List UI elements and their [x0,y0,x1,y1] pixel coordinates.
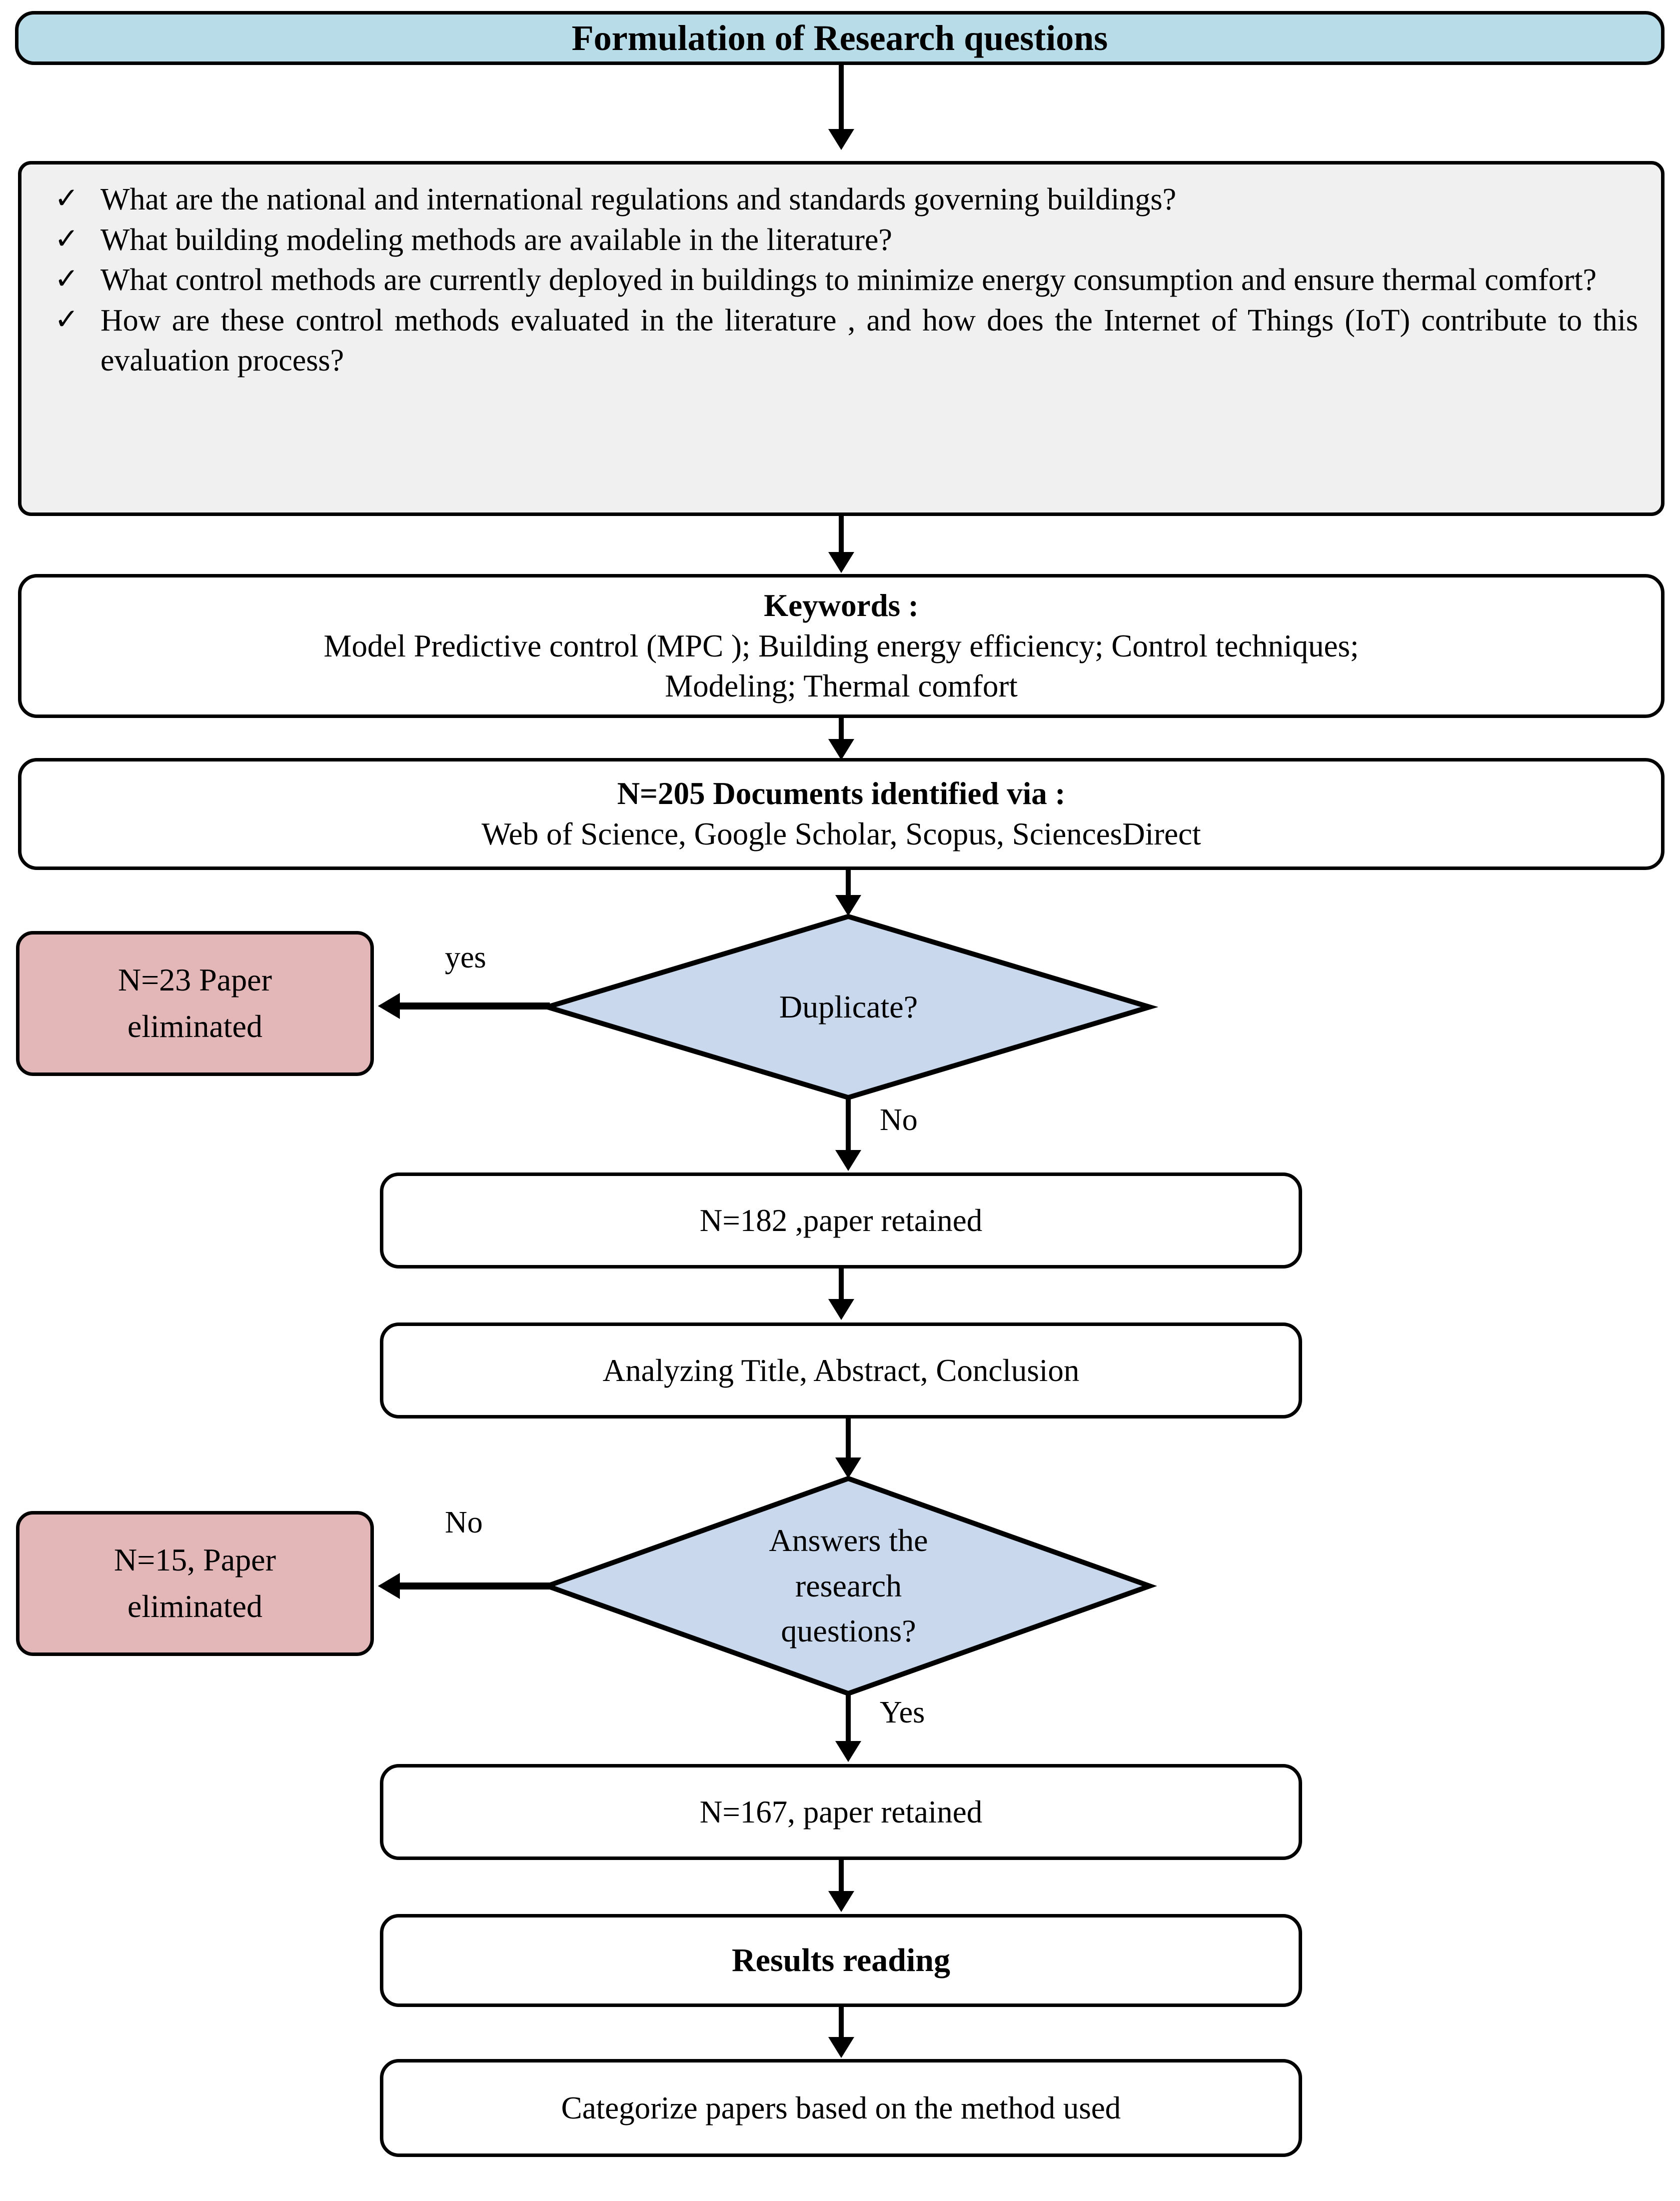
arrow-167-to-results [828,1891,854,1912]
decision-answers-label-wrap: Answers the research questions? [545,1476,1152,1696]
connector-keywords-to-identified [839,718,844,743]
research-question-text: What building modeling methods are avail… [100,222,892,257]
title-box-label: Formulation of Research questions [571,18,1108,58]
research-question-item: ✓ What are the national and internationa… [41,180,1638,220]
edge-label-no-answers: No [445,1506,483,1540]
analyzing-label: Analyzing Title, Abstract, Conclusion [602,1352,1080,1388]
categorize-box: Categorize papers based on the method us… [380,2059,1302,2157]
retained-167-label: N=167, paper retained [699,1794,983,1830]
retained-167-box: N=167, paper retained [380,1764,1302,1860]
keywords-line-2: Modeling; Thermal comfort [665,668,1018,704]
documents-identified-sources: Web of Science, Google Scholar, Scopus, … [481,816,1201,852]
diamond-shape-duplicate [538,914,1159,1100]
connector-answers-yes [846,1694,851,1744]
connector-duplicate-yes [400,1002,550,1010]
connector-identified-to-duplicate [846,870,851,901]
edge-label-yes-duplicate: yes [445,940,486,974]
arrow-title-to-questions [828,129,854,150]
documents-identified-box: N=205 Documents identified via : Web of … [18,758,1665,870]
analyzing-box: Analyzing Title, Abstract, Conclusion [380,1322,1302,1418]
connector-analyzing-to-answers [846,1418,851,1464]
keywords-heading: Keywords : [764,588,919,624]
connector-title-to-questions [839,65,844,132]
connector-duplicate-no [846,1098,851,1153]
connector-results-to-categorize [839,2007,844,2040]
checkmark-icon: ✓ [54,182,79,214]
arrow-answers-no [378,1573,400,1599]
connector-questions-to-keywords [839,516,844,555]
eliminated-23-box: N=23 Paper eliminated [16,931,374,1076]
arrow-182-to-analyzing [828,1299,854,1320]
research-question-item: ✓ What control methods are currently dep… [41,260,1638,300]
decision-answers-research-questions: Answers the research questions? [540,1476,1157,1696]
checkmark-icon: ✓ [54,262,79,296]
research-question-item: ✓ How are these control methods evaluate… [41,300,1638,381]
arrow-answers-yes [835,1741,861,1762]
arrow-analyzing-to-answers [835,1458,861,1478]
decision-answers-line-2: research [795,1568,902,1604]
arrow-duplicate-yes [378,993,400,1019]
arrow-keywords-to-identified [828,739,854,760]
research-questions-box: ✓ What are the national and internationa… [18,161,1665,516]
eliminated-15-line-2: eliminated [127,1588,263,1624]
decision-answers-line-3: questions? [781,1613,916,1649]
decision-answers-line-1: Answers the [769,1522,928,1558]
title-box: Formulation of Research questions [15,11,1665,65]
research-question-text: What control methods are currently deplo… [100,263,1597,298]
decision-duplicate: Duplicate? [538,914,1159,1100]
connector-167-to-results [839,1860,844,1894]
eliminated-23-line-2: eliminated [127,1008,263,1044]
connector-182-to-analyzing [839,1268,844,1302]
edge-label-no-duplicate: No [880,1103,918,1137]
retained-182-label: N=182 ,paper retained [699,1202,983,1238]
decision-duplicate-label-wrap: Duplicate? [545,914,1152,1100]
research-question-text: How are these control methods evaluated … [100,303,1638,378]
diamond-shape-answers [540,1476,1157,1696]
decision-duplicate-label: Duplicate? [779,988,918,1024]
keywords-line-1: Model Predictive control (MPC ); Buildin… [323,628,1359,664]
eliminated-15-box: N=15, Paper eliminated [16,1511,374,1656]
retained-182-box: N=182 ,paper retained [380,1172,1302,1268]
research-question-text: What are the national and international … [100,182,1177,216]
arrow-duplicate-no [835,1150,861,1171]
arrow-questions-to-keywords [828,552,854,573]
eliminated-15-line-1: N=15, Paper [113,1542,276,1578]
keywords-box: Keywords : Model Predictive control (MPC… [18,574,1665,718]
edge-label-yes-answers: Yes [880,1696,925,1730]
connector-answers-no [400,1582,550,1590]
checkmark-icon: ✓ [54,222,79,255]
eliminated-23-line-1: N=23 Paper [117,962,272,998]
research-question-item: ✓ What building modeling methods are ava… [41,220,1638,260]
categorize-label: Categorize papers based on the method us… [561,2090,1121,2126]
checkmark-icon: ✓ [54,302,79,336]
arrow-identified-to-duplicate [835,895,861,916]
documents-identified-heading: N=205 Documents identified via : [617,776,1066,812]
arrow-results-to-categorize [828,2037,854,2058]
results-reading-label: Results reading [732,1942,950,1978]
results-reading-box: Results reading [380,1914,1302,2007]
